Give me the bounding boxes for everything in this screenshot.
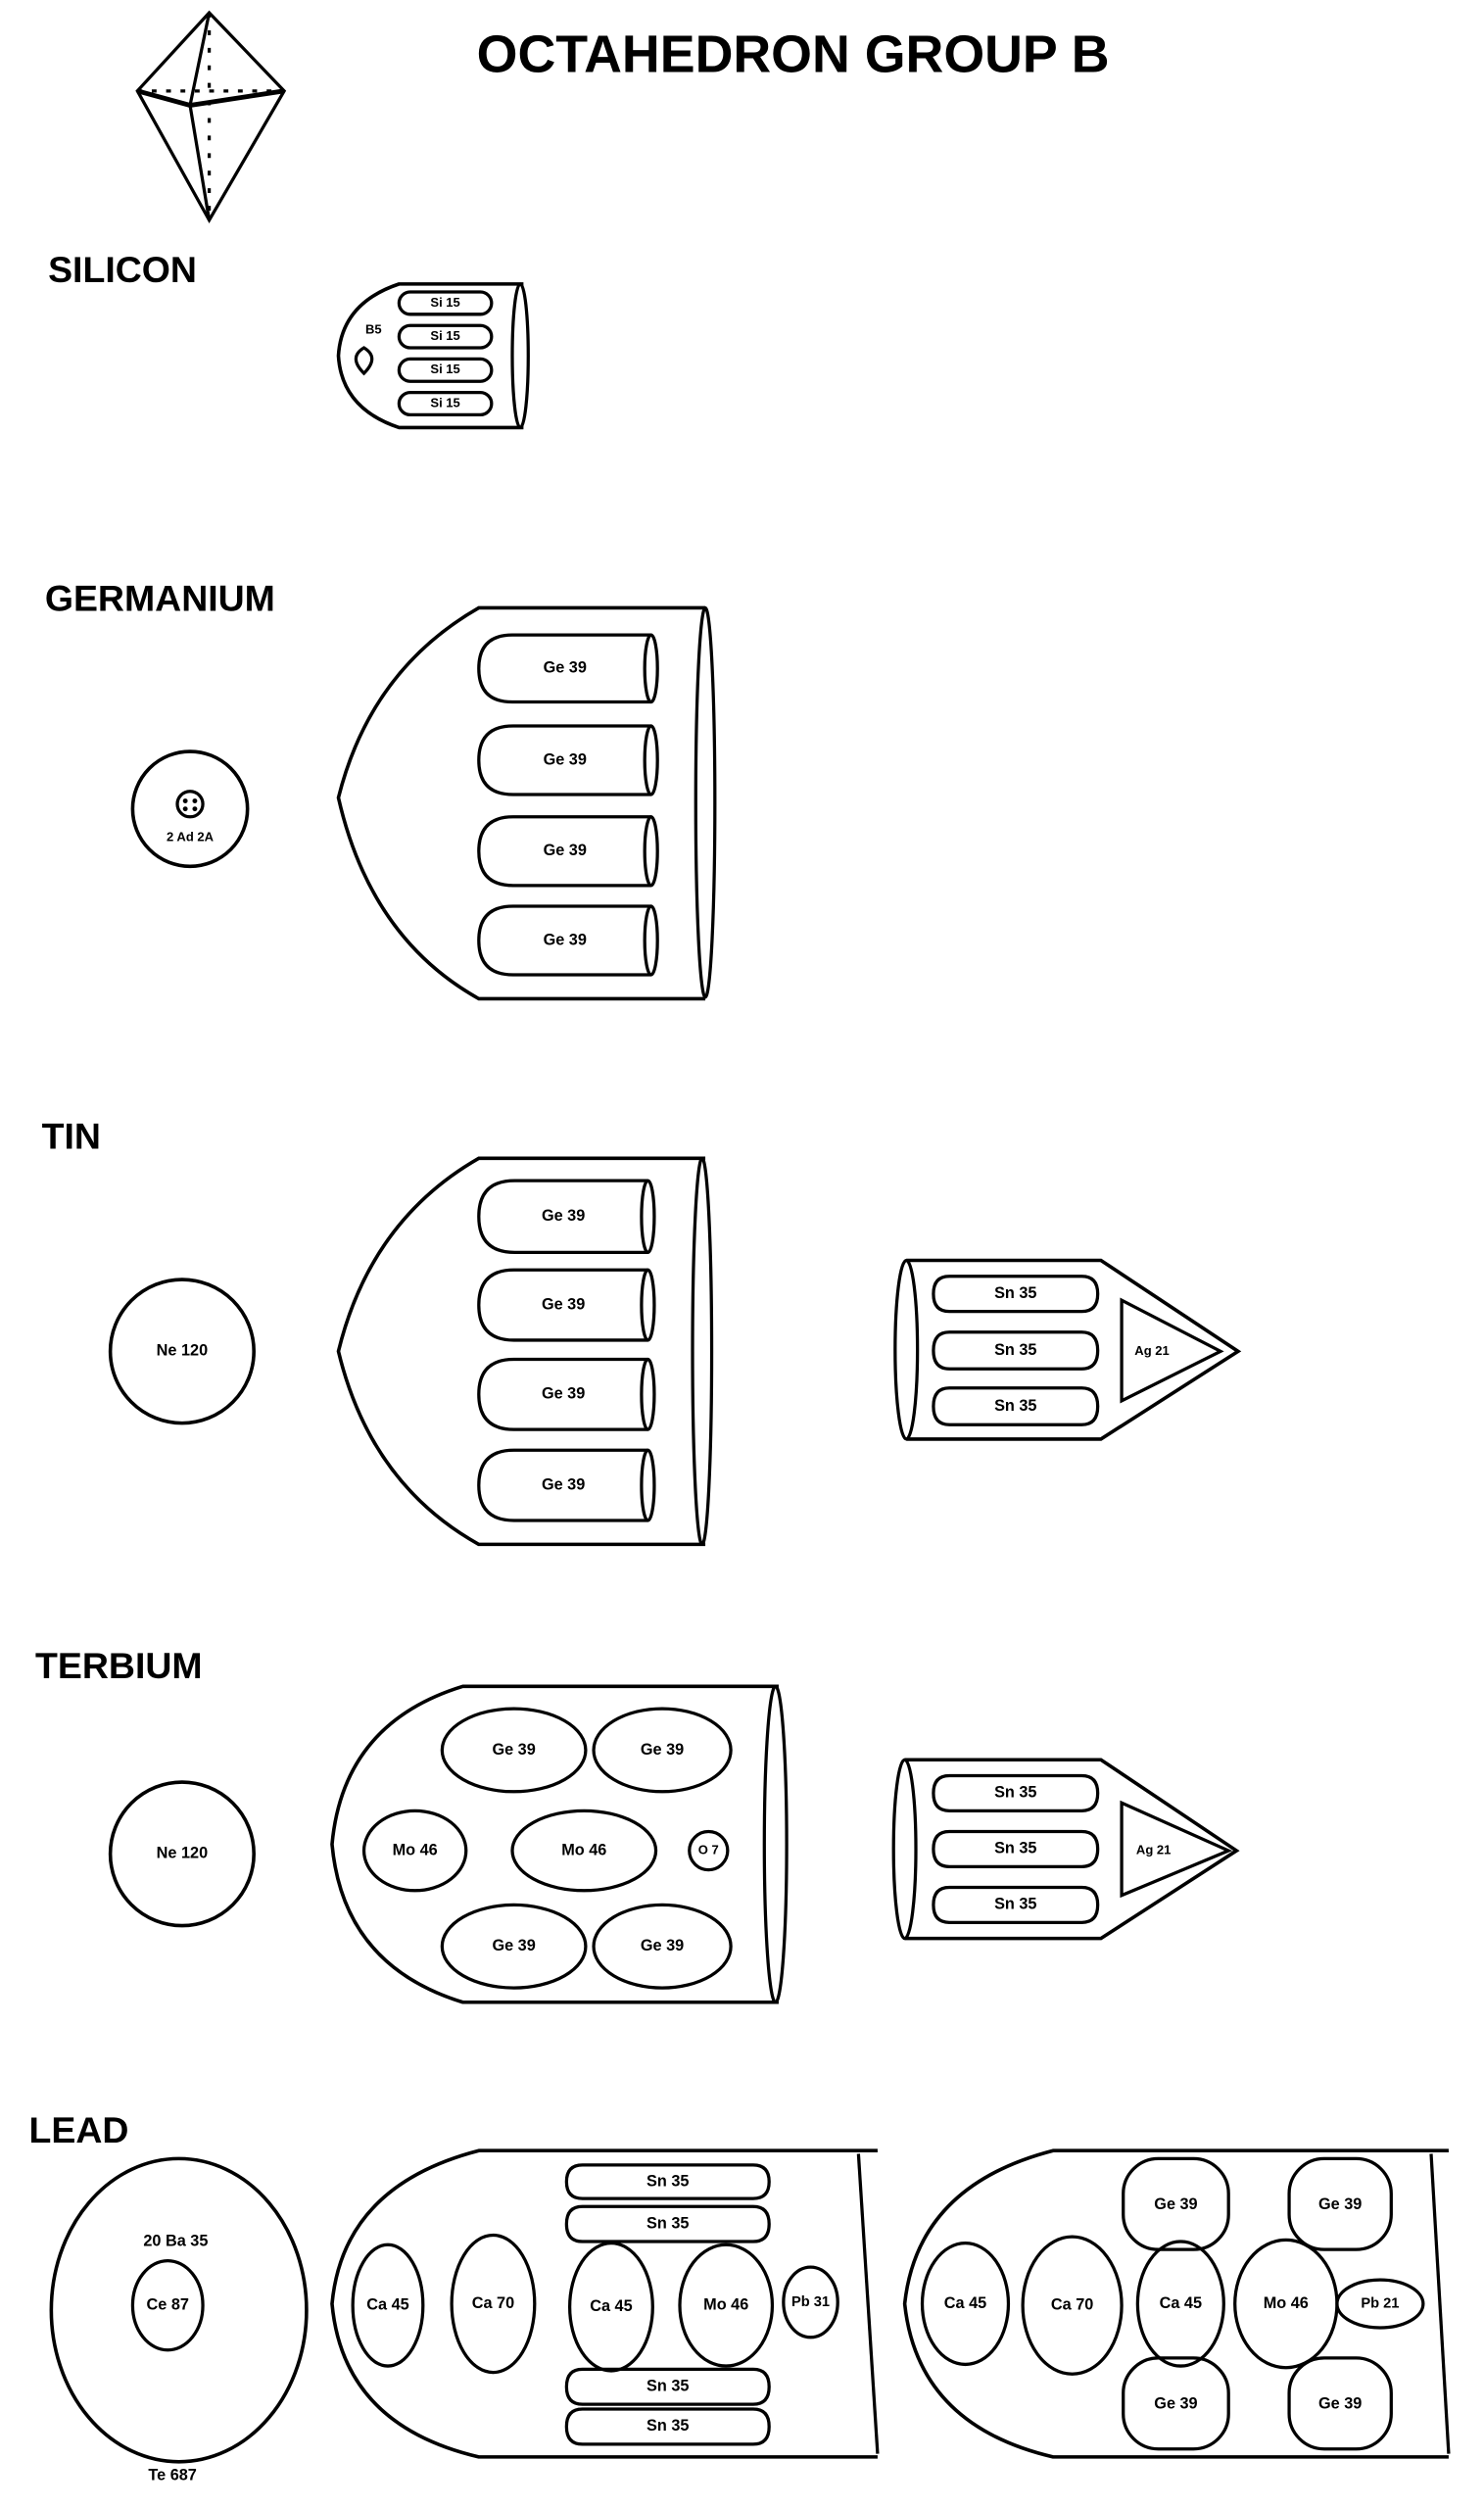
unit-label: Ge 39: [1154, 2195, 1197, 2213]
lead-capsule-2: Ge 39 Ge 39 Ge 39 Ge 39 Ca 45 Ca 70 Ca 4…: [902, 2148, 1451, 2459]
unit-label: Ca 45: [366, 2295, 408, 2313]
unit-label: Ca 70: [1051, 2295, 1093, 2313]
tin-capsule: Ge 39 Ge 39 Ge 39 Ge 39: [336, 1156, 714, 1547]
pill-label: Ge 39: [544, 750, 587, 768]
outer-label: 20 Ba 35: [143, 2232, 208, 2249]
unit-label: Pb 21: [1361, 2295, 1399, 2311]
pill: Ge 39: [477, 1357, 656, 1431]
pill: Ge 39: [477, 724, 659, 796]
silicon-pill: Si 15: [430, 295, 459, 310]
pill-label: Sn 35: [646, 2378, 689, 2395]
pill: Sn 35: [932, 1773, 1100, 1812]
arrow-tip-label: Ag 21: [1136, 1842, 1171, 1857]
unit-label: Ca 45: [590, 2297, 632, 2315]
pill-label: Ge 39: [544, 659, 587, 677]
pill-label: Sn 35: [994, 1784, 1036, 1802]
pill: Ge 39: [477, 633, 659, 704]
terbium-capsule: Ge 39 Ge 39 Mo 46 Mo 46 O 7 Ge 39 Ge 39: [330, 1684, 789, 2004]
silicon-core: B5: [365, 322, 382, 337]
pill-label: Ge 39: [544, 842, 587, 859]
unit-label: Ge 39: [1154, 2394, 1197, 2412]
nucleus-label: 2 Ad 2A: [167, 829, 215, 844]
unit-label: Ge 39: [641, 1741, 684, 1759]
pill-label: Ge 39: [542, 1207, 585, 1225]
pill-label: Sn 35: [994, 1840, 1036, 1857]
pill-label: Ge 39: [544, 931, 587, 948]
unit-label: Ca 45: [944, 2294, 986, 2312]
silicon-pill: Si 15: [430, 395, 459, 410]
page-title: OCTAHEDRON GROUP B: [477, 24, 1110, 83]
unit-label: Ge 39: [641, 1937, 684, 1954]
pill-label: Ge 39: [542, 1385, 585, 1403]
pill-label: Sn 35: [994, 1341, 1036, 1359]
pill: Sn 35: [564, 2367, 771, 2406]
pill: Sn 35: [932, 1330, 1100, 1371]
section-label-terbium: TERBIUM: [35, 1645, 203, 1686]
arrow-tip-label: Ag 21: [1134, 1343, 1169, 1358]
pill: Sn 35: [564, 2204, 771, 2243]
section-label-silicon: SILICON: [48, 249, 197, 290]
nucleus-label: Ne 120: [157, 1342, 208, 1360]
pill: Ge 39: [477, 815, 659, 888]
terbium-nucleus: Ne 120: [108, 1780, 256, 1928]
silicon-capsule: B5 Si 15 Si 15 Si 15 Si 15: [336, 282, 530, 430]
terbium-arrow: Sn 35 Sn 35 Sn 35 Ag 21: [891, 1758, 1240, 1941]
germanium-nucleus: 2 Ad 2A: [130, 749, 250, 869]
unit-label: Pb 31: [791, 2294, 830, 2310]
pill-label: Ge 39: [542, 1295, 585, 1313]
pill-label: Sn 35: [994, 1284, 1036, 1302]
inner-label: Ce 87: [147, 2295, 189, 2313]
silicon-pill: Si 15: [430, 362, 459, 376]
pill: Sn 35: [932, 1885, 1100, 1924]
pill: Ge 39: [477, 1268, 656, 1342]
unit-label: Ge 39: [1318, 2195, 1362, 2213]
unit-label: Mo 46: [1264, 2294, 1309, 2312]
lead-capsule-1: Sn 35 Sn 35 Sn 35 Sn 35 Ca 45 Ca 70 Ca 45 M…: [330, 2148, 880, 2459]
unit-label: Ge 39: [492, 1741, 535, 1759]
pill: Sn 35: [564, 2163, 771, 2200]
tin-nucleus: Ne 120: [108, 1278, 256, 1425]
unit-label: O 7: [698, 1842, 719, 1857]
silicon-pill: Si 15: [430, 328, 459, 343]
germanium-capsule: Ge 39 Ge 39 Ge 39 Ge 39: [336, 605, 717, 1001]
below-label: Te 687: [148, 2467, 196, 2484]
unit-label: Ge 39: [1318, 2394, 1362, 2412]
pill-label: Sn 35: [646, 2214, 689, 2232]
pill: Ge 39: [477, 1448, 656, 1522]
unit-label: Mo 46: [561, 1841, 606, 1858]
pill: Sn 35: [932, 1829, 1100, 1868]
pill-label: Sn 35: [646, 2172, 689, 2190]
pill-label: Sn 35: [994, 1397, 1036, 1415]
pill: Sn 35: [932, 1275, 1100, 1314]
pill-label: Sn 35: [646, 2417, 689, 2435]
pill-label: Sn 35: [994, 1896, 1036, 1913]
pill: Ge 39: [477, 1179, 656, 1254]
nucleus-label: Ne 120: [157, 1845, 208, 1862]
unit-label: Ge 39: [492, 1937, 535, 1954]
section-label-germanium: GERMANIUM: [45, 578, 275, 619]
pill: Ge 39: [477, 904, 659, 977]
unit-label: Mo 46: [393, 1841, 438, 1858]
unit-label: Ca 45: [1160, 2294, 1202, 2312]
lead-nucleus: 20 Ba 35 Ce 87 Te 687: [49, 2156, 309, 2484]
unit-label: Mo 46: [703, 2295, 748, 2313]
octahedron-icon: [135, 10, 287, 224]
pill: Sn 35: [564, 2407, 771, 2446]
tin-arrow: Sn 35 Sn 35 Sn 35 Ag 21: [893, 1258, 1242, 1441]
section-label-tin: TIN: [42, 1116, 101, 1157]
section-label-lead: LEAD: [29, 2109, 129, 2150]
unit-label: Ca 70: [472, 2294, 514, 2312]
pill: Sn 35: [932, 1386, 1100, 1426]
pill-label: Ge 39: [542, 1475, 585, 1493]
